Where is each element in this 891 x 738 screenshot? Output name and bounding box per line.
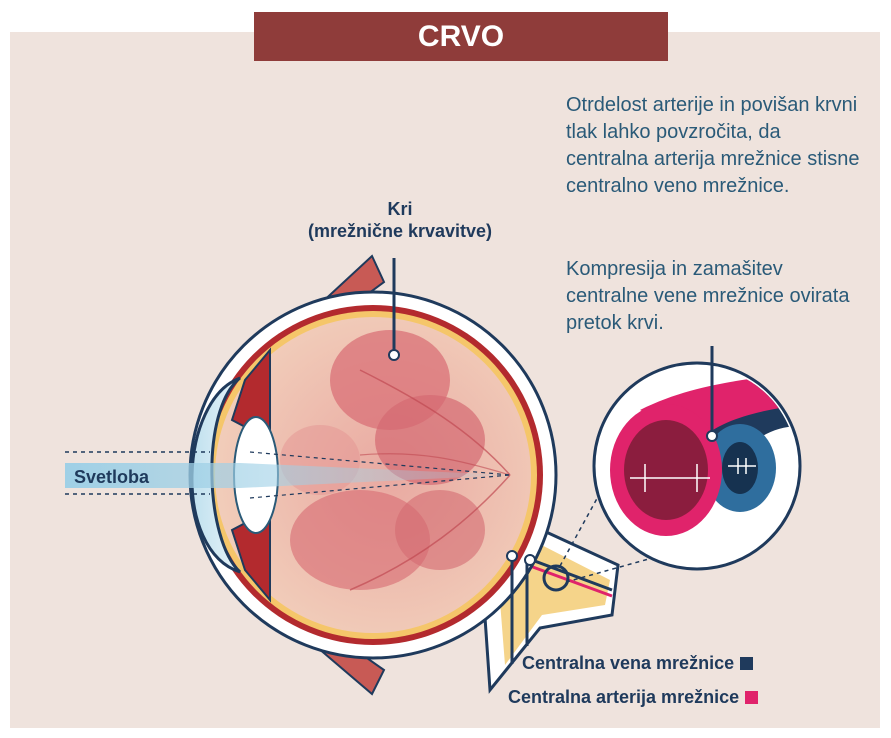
light-label: Svetloba bbox=[74, 467, 150, 487]
vein-pointer-dot bbox=[506, 550, 518, 562]
blood-label: Kri (mrežnične krvavitve) bbox=[250, 198, 550, 242]
vein-legend-square bbox=[740, 657, 754, 670]
artery-legend-square bbox=[745, 691, 759, 704]
eye-front bbox=[190, 347, 279, 603]
artery-label-text: Centralna arterija mrežnice bbox=[508, 687, 740, 707]
vein-label-text: Centralna vena mrežnice bbox=[522, 653, 735, 673]
artery-label: Centralna arterija mrežnice bbox=[508, 686, 759, 708]
title-bar: CRVO bbox=[254, 12, 668, 61]
blood-label-line1: Kri bbox=[387, 199, 413, 219]
light-beam bbox=[65, 451, 511, 499]
blood-pointer-dot bbox=[388, 349, 400, 361]
vein-label: Centralna vena mrežnice bbox=[522, 652, 754, 674]
compression-pointer-dot bbox=[706, 430, 718, 442]
blood-label-line2: (mrežnične krvavitve) bbox=[307, 221, 493, 241]
description-paragraph-2: Kompresija in zamašitev centralne vene m… bbox=[566, 258, 850, 334]
magnified-vessels bbox=[592, 361, 802, 571]
description-paragraph-1: Otrdelost arterije in povišan krvni tlak… bbox=[566, 94, 860, 197]
artery-pointer-dot bbox=[524, 554, 536, 566]
